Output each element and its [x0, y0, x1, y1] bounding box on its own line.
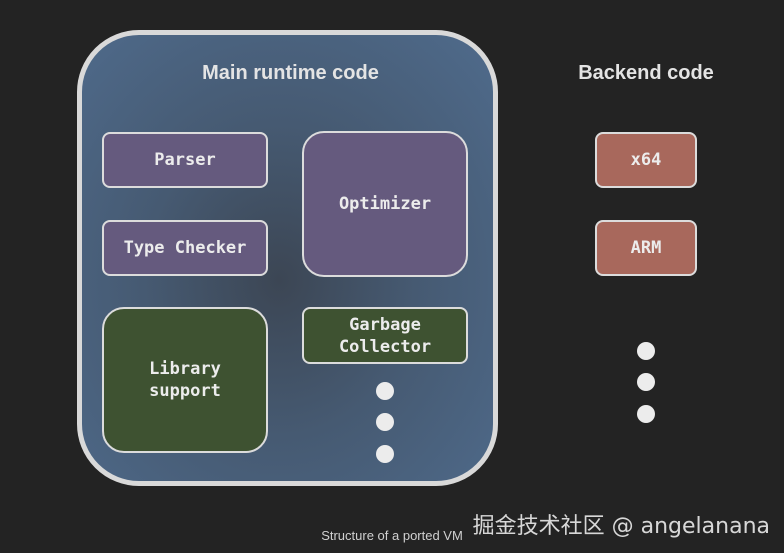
watermark: 掘金技术社区 @ angelanana	[472, 514, 770, 539]
ellipsis-dot-runtime-1	[376, 382, 394, 400]
ellipsis-dot-backend-3	[637, 405, 655, 423]
main-runtime-title: Main runtime code	[202, 62, 379, 84]
parser-box: Parser	[102, 132, 268, 188]
ellipsis-dot-runtime-2	[376, 413, 394, 431]
optimizer-box: Optimizer	[302, 131, 468, 277]
ellipsis-dot-runtime-3	[376, 445, 394, 463]
x64-box: x64	[595, 132, 697, 188]
type-checker-box: Type Checker	[102, 220, 268, 276]
garbage-collector-box: Garbage Collector	[302, 307, 468, 364]
ellipsis-dot-backend-1	[637, 342, 655, 360]
backend-title: Backend code	[578, 62, 714, 84]
ellipsis-dot-backend-2	[637, 373, 655, 391]
arm-box: ARM	[595, 220, 697, 276]
library-support-box: Library support	[102, 307, 268, 453]
figure-caption: Structure of a ported VM	[321, 528, 463, 543]
